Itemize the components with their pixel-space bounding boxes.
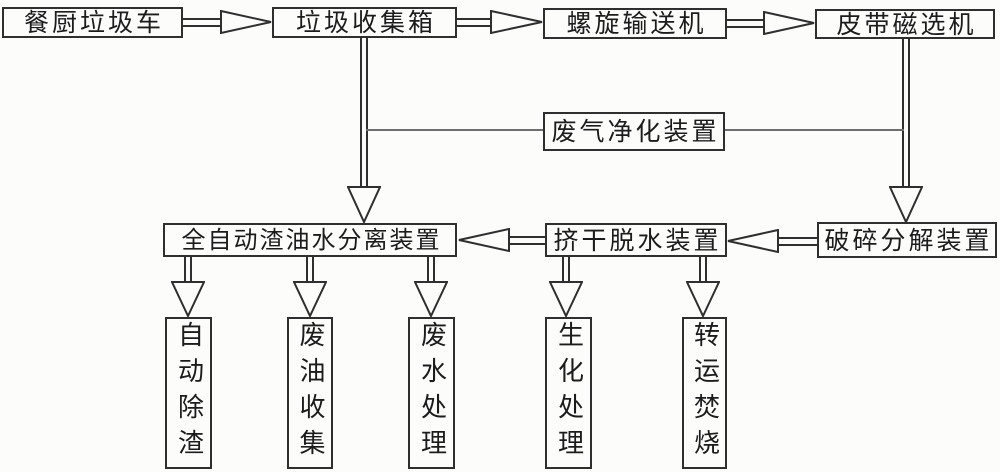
node-belt-magnetic-separator: 皮带磁选机 — [815, 9, 995, 39]
arrow-crushing-to-dewatering-head-icon — [727, 229, 779, 253]
node-crushing-unit: 破碎分解装置 — [817, 222, 997, 258]
node-transfer-incineration: 转运焚烧 — [682, 317, 727, 469]
arrow-separator-to-water-head-icon — [414, 281, 448, 317]
auto-slag-removal-label: 自动除渣 — [173, 321, 204, 465]
node-dewatering-unit: 挤干脱水装置 — [545, 223, 727, 257]
arrow-collection-to-separator-head-icon — [347, 186, 381, 223]
node-kitchen-waste-truck: 餐厨垃圾车 — [2, 7, 183, 38]
arrow-separator-to-slag-head-icon — [171, 281, 205, 317]
arrow-collection-to-screw-head-icon — [490, 10, 543, 34]
arrow-separator-to-oil-shaft — [306, 257, 314, 283]
arrow-dewatering-to-bio-head-icon — [549, 281, 583, 317]
arrow-dewatering-to-incineration-shaft — [699, 257, 707, 283]
node-waste-water-treatment: 废水处理 — [408, 317, 455, 469]
gas-line-left — [366, 129, 543, 131]
arrow-screw-to-magnetic-shaft — [727, 19, 765, 28]
arrow-crushing-to-dewatering-shaft — [777, 237, 817, 246]
gas-line-right — [725, 129, 904, 131]
node-waste-oil-collection: 废油收集 — [287, 317, 333, 469]
waste-water-treatment-label: 废水处理 — [416, 321, 447, 465]
arrow-dewatering-to-separator-shaft — [508, 236, 545, 245]
waste-oil-collection-label: 废油收集 — [295, 321, 325, 465]
node-auto-slag-removal: 自动除渣 — [165, 317, 212, 469]
arrow-dewatering-to-separator-head-icon — [458, 228, 510, 252]
arrow-separator-to-oil-head-icon — [293, 281, 327, 317]
biochemical-treatment-label: 生化处理 — [553, 321, 584, 465]
node-screw-conveyor: 螺旋输送机 — [543, 8, 727, 39]
node-auto-separator: 全自动渣油水分离装置 — [163, 223, 457, 257]
node-waste-collection-box: 垃圾收集箱 — [272, 7, 457, 38]
arrow-truck-to-collection-head-icon — [220, 10, 272, 34]
arrow-separator-to-water-shaft — [427, 257, 435, 283]
transfer-incineration-label: 转运焚烧 — [689, 321, 720, 465]
arrow-separator-to-slag-shaft — [184, 257, 192, 283]
arrow-screw-to-magnetic-head-icon — [763, 11, 815, 35]
arrow-dewatering-to-incineration-head-icon — [686, 281, 720, 317]
arrow-magnetic-to-crushing-head-icon — [889, 186, 923, 223]
arrow-collection-to-separator-shaft — [360, 38, 368, 188]
arrow-collection-to-screw-shaft — [457, 18, 492, 27]
node-waste-gas-purifier: 废气净化装置 — [543, 112, 725, 151]
arrow-magnetic-to-crushing-shaft — [902, 39, 910, 188]
arrow-dewatering-to-bio-shaft — [562, 257, 570, 283]
node-biochemical-treatment: 生化处理 — [545, 317, 592, 469]
arrow-truck-to-collection-shaft — [183, 18, 222, 27]
